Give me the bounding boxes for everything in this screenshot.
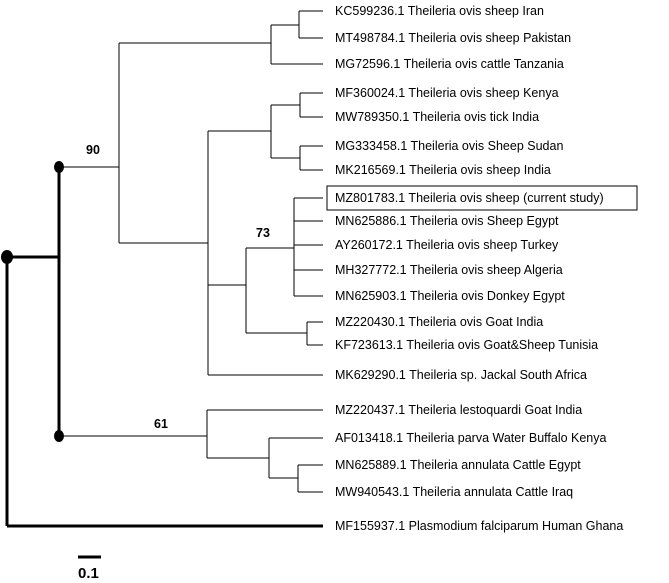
bootstrap-61: 61 — [154, 417, 168, 431]
leaf-label: MN625903.1 Theileria ovis Donkey Egypt — [335, 289, 565, 303]
leaf-label: MW789350.1 Theileria ovis tick India — [335, 110, 539, 124]
leaf-label: MZ220437.1 Theileria lestoquardi Goat In… — [335, 403, 582, 417]
leaf-label: MH327772.1 Theileria ovis sheep Algeria — [335, 263, 563, 277]
current-study-box — [326, 185, 638, 211]
leaf-label: MW940543.1 Theileria annulata Cattle Ira… — [335, 485, 573, 499]
leaf-label: MT498784.1 Theileria ovis sheep Pakistan — [335, 31, 571, 45]
scale-bar-label: 0.1 — [78, 565, 99, 582]
leaf-label: MK216569.1 Theileria ovis sheep India — [335, 163, 551, 177]
leaf-label: MG333458.1 Theileria ovis Sheep Sudan — [335, 139, 563, 153]
leaf-label: MF155937.1 Plasmodium falciparum Human G… — [335, 519, 623, 533]
leaf-label-current-study: MZ801783.1 Theileria ovis sheep (current… — [335, 191, 604, 205]
leaf-label: KF723613.1 Theileria ovis Goat&Sheep Tun… — [335, 338, 598, 352]
node-marker — [1, 250, 13, 264]
leaf-label: KC599236.1 Theileria ovis sheep Iran — [335, 4, 544, 18]
tree-branches — [5, 10, 323, 528]
leaf-label: MK629290.1 Theileria sp. Jackal South Af… — [335, 368, 587, 382]
leaf-labels: KC599236.1 Theileria ovis sheep Iran MT4… — [335, 4, 623, 533]
node-marker — [54, 161, 64, 173]
leaf-label: AF013418.1 Theileria parva Water Buffalo… — [335, 431, 607, 445]
leaf-label: MG72596.1 Theileria ovis cattle Tanzania — [335, 57, 564, 71]
leaf-label: MZ220430.1 Theileria ovis Goat India — [335, 315, 543, 329]
bootstrap-90: 90 — [86, 143, 100, 157]
node-marker — [54, 430, 64, 442]
bootstrap-73: 73 — [256, 226, 270, 240]
leaf-label: AY260172.1 Theileria ovis sheep Turkey — [335, 238, 559, 252]
leaf-label: MF360024.1 Theileria ovis sheep Kenya — [335, 86, 559, 100]
leaf-label: MN625886.1 Theileria ovis Sheep Egypt — [335, 214, 559, 228]
leaf-label: MN625889.1 Theileria annulata Cattle Egy… — [335, 458, 581, 472]
